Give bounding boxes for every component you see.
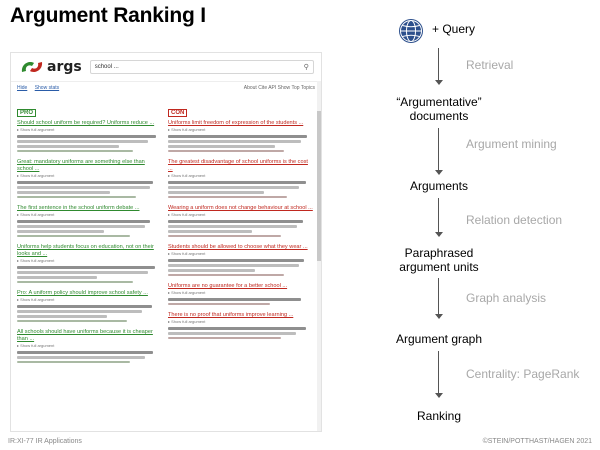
result-title-link[interactable]: Pro: A uniform policy should improve sch…	[17, 290, 148, 296]
result-item: All schools should have uniforms because…	[17, 329, 162, 363]
search-input[interactable]: school ... ⚲	[89, 60, 314, 74]
result-item: Pro: A uniform policy should improve sch…	[17, 290, 162, 322]
process-label: Relation detection	[466, 213, 563, 227]
nav-link-hide[interactable]: Hide	[17, 85, 28, 91]
result-title-link[interactable]: All schools should have uniforms because…	[17, 329, 153, 342]
scrollbar-thumb[interactable]	[317, 111, 321, 261]
step-label: Paraphrased argument units	[399, 246, 479, 274]
result-meta[interactable]: ▸ Show full argument	[17, 127, 55, 132]
con-column: CON Uniforms limit freedom of expression…	[168, 101, 313, 370]
result-item: The greatest disadvantage of school unif…	[168, 159, 313, 198]
result-meta[interactable]: ▸ Show full argument	[168, 173, 206, 178]
right-info: About Cite API Show Top Topics	[243, 85, 315, 91]
result-item: Great: mandatory uniforms are something …	[17, 159, 162, 198]
footer-right: ©STEIN/POTTHAST/HAGEN 2021	[482, 438, 592, 445]
result-meta[interactable]: ▸ Show full argument	[168, 127, 206, 132]
step-label: Ranking	[416, 409, 462, 423]
result-item: Wearing a uniform does not change behavi…	[168, 205, 313, 237]
result-meta[interactable]: ▸ Show full argument	[17, 343, 55, 348]
slide-title: Argument Ranking I	[10, 4, 206, 27]
args-logo[interactable]: args	[19, 58, 82, 76]
result-meta[interactable]: ▸ Show full argument	[17, 297, 55, 302]
globe-icon	[398, 18, 424, 44]
result-title-link[interactable]: The greatest disadvantage of school unif…	[168, 159, 308, 172]
search-query: school ...	[94, 64, 119, 70]
process-label: Graph analysis	[466, 291, 547, 305]
query-label: + Query	[432, 22, 476, 36]
step-label: Argument graph	[395, 332, 483, 346]
result-item: Students should be allowed to choose wha…	[168, 244, 313, 276]
result-item: Should school uniform be required? Unifo…	[17, 120, 162, 152]
result-title-link[interactable]: Great: mandatory uniforms are something …	[17, 159, 145, 172]
pro-label: PRO	[17, 109, 37, 117]
result-title-link[interactable]: Uniforms help students focus on educatio…	[17, 244, 154, 257]
result-meta[interactable]: ▸ Show full argument	[17, 173, 55, 178]
result-meta[interactable]: ▸ Show full argument	[168, 212, 206, 217]
footer-left: IR:XI-77 IR Applications	[8, 438, 82, 445]
args-search-screenshot: args school ... ⚲ Hide Show stats About …	[10, 52, 322, 432]
result-meta[interactable]: ▸ Show full argument	[168, 251, 206, 256]
sub-toolbar: Hide Show stats About Cite API Show Top …	[11, 82, 321, 94]
nav-link-stats[interactable]: Show stats	[34, 85, 60, 91]
result-meta[interactable]: ▸ Show full argument	[17, 258, 55, 263]
result-title-link[interactable]: Wearing a uniform does not change behavi…	[168, 205, 313, 211]
result-item: Uniforms are no guarantee for a better s…	[168, 283, 313, 305]
process-label: Centrality: PageRank	[466, 367, 580, 381]
result-title-link[interactable]: There is no proof that uniforms improve …	[168, 312, 294, 318]
result-meta[interactable]: ▸ Show full argument	[168, 290, 206, 295]
result-item: Uniforms limit freedom of expression of …	[168, 120, 313, 152]
search-header: args school ... ⚲	[11, 53, 321, 82]
result-title-link[interactable]: Uniforms are no guarantee for a better s…	[168, 283, 288, 289]
con-label: CON	[168, 109, 188, 117]
step-label: “Argumentative” documents	[396, 95, 482, 123]
process-label: Argument mining	[466, 137, 557, 151]
result-title-link[interactable]: Uniforms limit freedom of expression of …	[168, 120, 304, 126]
result-item: There is no proof that uniforms improve …	[168, 312, 313, 339]
result-item: Uniforms help students focus on educatio…	[17, 244, 162, 283]
step-label: Arguments	[409, 179, 469, 193]
result-item: The first sentence in the school uniform…	[17, 205, 162, 237]
magnifier-icon[interactable]: ⚲	[303, 64, 309, 71]
pro-column: PRO Should school uniform be required? U…	[17, 101, 162, 370]
process-label: Retrieval	[466, 58, 514, 72]
result-meta[interactable]: ▸ Show full argument	[17, 212, 55, 217]
result-title-link[interactable]: Should school uniform be required? Unifo…	[17, 120, 155, 126]
scrollbar[interactable]	[317, 81, 321, 431]
result-title-link[interactable]: Students should be allowed to choose wha…	[168, 244, 308, 250]
result-title-link[interactable]: The first sentence in the school uniform…	[17, 205, 140, 211]
args-logo-icon	[19, 58, 45, 76]
result-meta[interactable]: ▸ Show full argument	[168, 319, 206, 324]
logo-text: args	[47, 59, 82, 75]
